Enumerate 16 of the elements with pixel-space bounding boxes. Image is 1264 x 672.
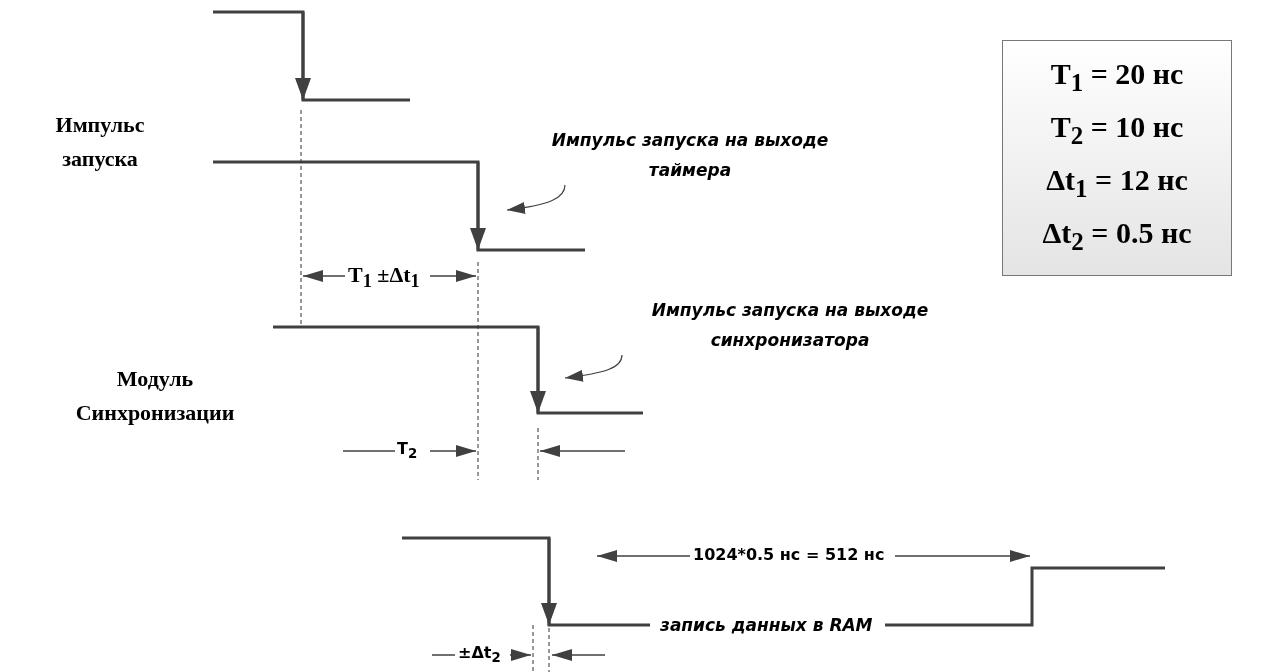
parameter-value: Δt$_{2}$ = 0.5 нс [1042, 215, 1192, 257]
dimension-label: T$_{1}$ ±Δt$_{1}$ [348, 262, 420, 293]
parameter-box [1002, 40, 1232, 276]
callout-text: Импульс запуска на выходе синхронизатора [610, 295, 970, 355]
dimension-label: T$_{2}$ [397, 439, 418, 462]
dimension-label: ±Δt$_{2}$ [458, 643, 501, 666]
parameter-value: Δt$_{1}$ = 12 нс [1046, 162, 1188, 204]
signal-name: Модуль Синхронизации [74, 365, 236, 427]
signal-name: Импульс запуска [54, 111, 146, 173]
parameter-value: T$_{2}$ = 10 нс [1050, 109, 1184, 151]
callout-text: Импульс запуска на выходе таймера [530, 125, 850, 185]
leader-arrow [506, 184, 566, 214]
signal-label: запись данных в RAM [660, 614, 873, 637]
dimension-label: 1024*0.5 нс = 512 нс [693, 545, 885, 564]
parameter-value: T$_{1}$ = 20 нс [1050, 56, 1184, 98]
leader-arrow [564, 354, 623, 382]
